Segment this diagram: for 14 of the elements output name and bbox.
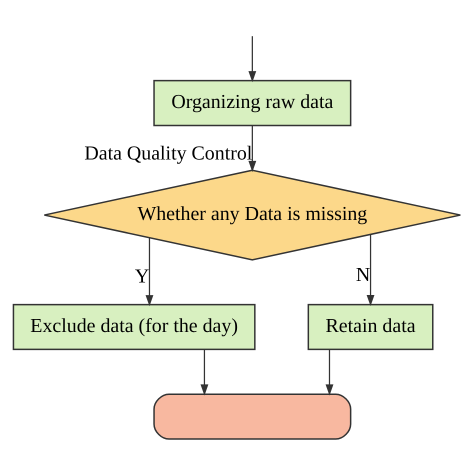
edge-label: Data Quality Control: [84, 142, 252, 165]
arrow: [248, 36, 256, 82]
node-box: Retain data: [308, 304, 434, 350]
edge-label: Y: [134, 266, 150, 288]
arrow: [146, 238, 154, 306]
arrow: [248, 126, 256, 172]
node-box: [153, 393, 352, 440]
arrow: [200, 350, 208, 396]
arrow: [326, 350, 334, 396]
arrow: [366, 234, 374, 306]
node-diamond: Whether any Data is missing: [44, 170, 462, 261]
node-box: Exclude data (for the day): [12, 304, 256, 350]
node-box: Organizing raw data: [153, 80, 352, 126]
edge-label: N: [356, 264, 370, 286]
